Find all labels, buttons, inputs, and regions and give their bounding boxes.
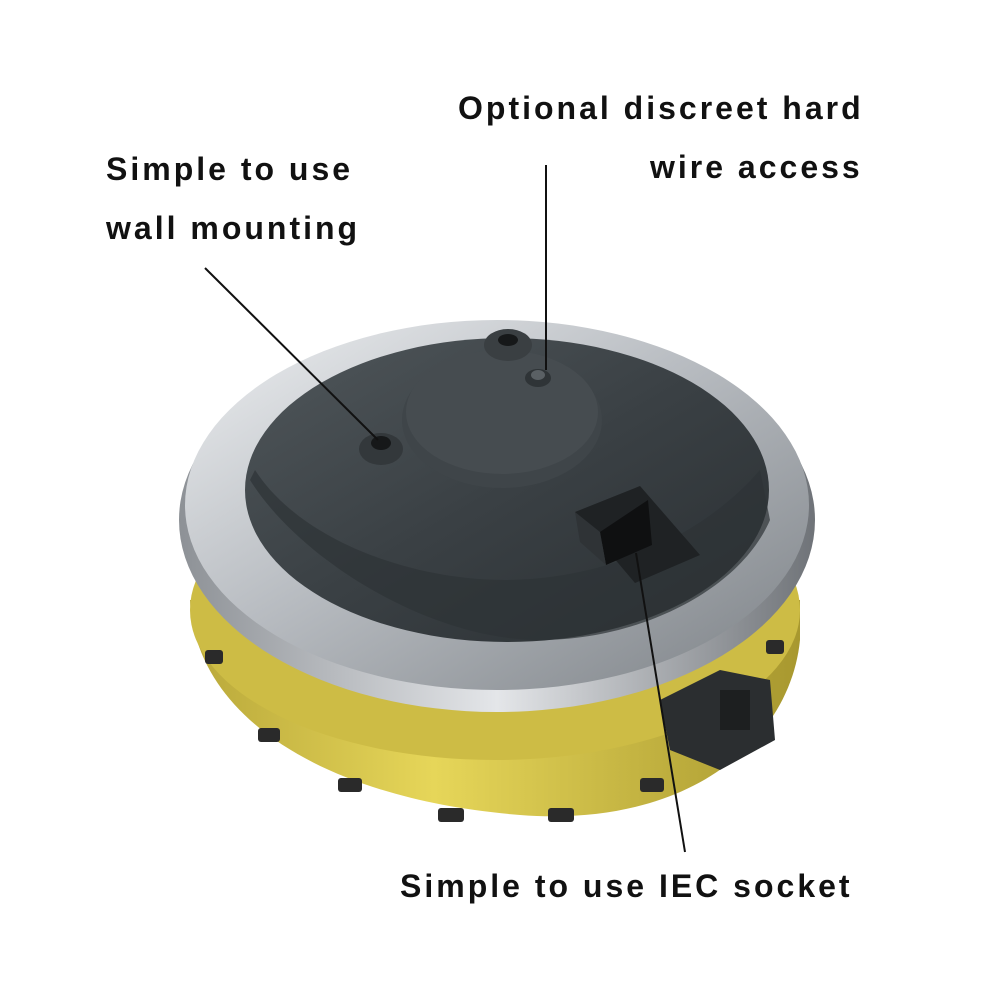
leader-lines <box>204 165 686 853</box>
wall-mounting-label-line1: Simple to use <box>106 151 354 187</box>
top-keyhole <box>484 329 532 361</box>
top-boss <box>402 350 602 488</box>
wall-mount-leader-line <box>204 267 379 441</box>
wall-mounting-label-line2: wall mounting <box>106 210 361 246</box>
iec-socket-leader-line <box>635 552 686 853</box>
iec-socket-housing <box>660 670 775 770</box>
hard-wire-label-line2: wire access <box>650 149 863 185</box>
base-vent-slots <box>205 640 784 822</box>
hard-wire-label-line1: Optional discreet hard <box>458 90 864 126</box>
iec-socket-label: Simple to use IEC socket <box>400 868 853 904</box>
hard-wire-access-hole <box>525 369 551 387</box>
wall-mount-keyhole <box>359 433 403 465</box>
iec-socket <box>575 486 700 583</box>
